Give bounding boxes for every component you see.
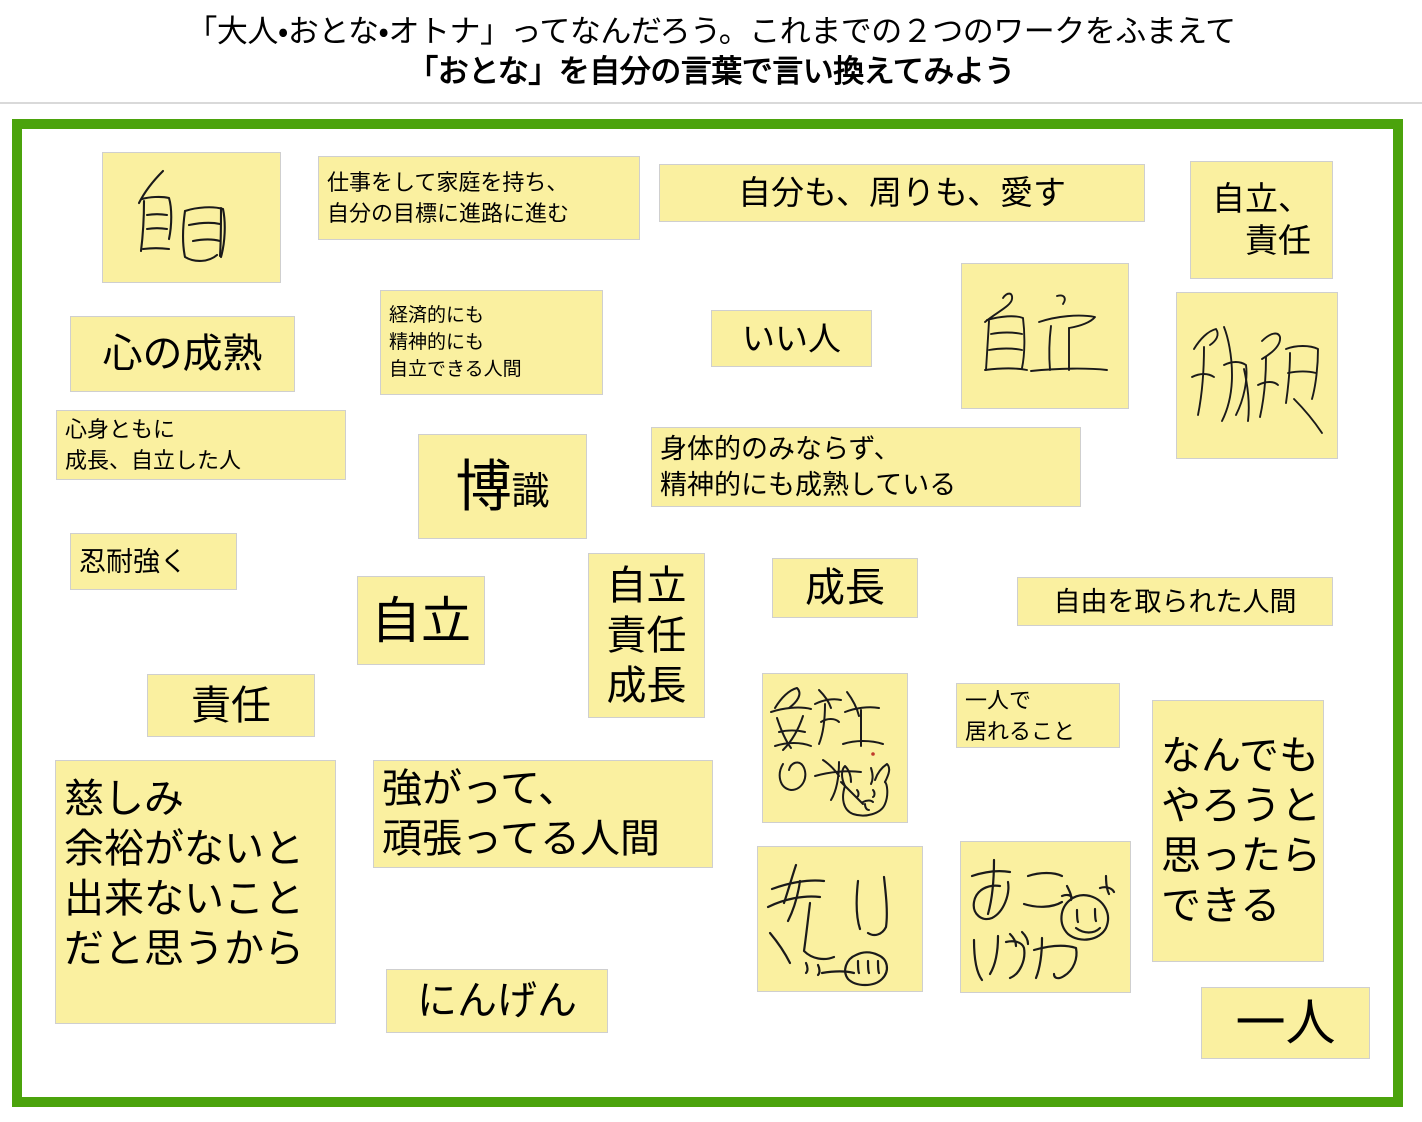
sticky-note-text: 強がって、 頑張ってる人間 — [382, 767, 660, 861]
sticky-note-text: 責任 — [191, 683, 271, 728]
sticky-note-board: 仕事をして家庭を持ち、 自分の目標に進路に進む 自分も、周りも、愛す 自立、 責… — [22, 129, 1393, 1097]
sticky-note-text: 仕事をして家庭を持ち、 自分の目標に進路に進む — [327, 170, 570, 226]
sticky-note-seichou[interactable]: 成長 — [772, 558, 918, 618]
sticky-note-jiritsu[interactable]: 自立 — [357, 576, 485, 665]
sticky-note-jiritsu-sekinin[interactable]: 自立、 責任 — [1190, 161, 1333, 279]
sticky-note-text: いい人 — [742, 319, 841, 357]
sticky-note-jiritsu-handwritten[interactable] — [961, 263, 1129, 409]
page-title-line-2: 「おとな」を自分の言葉で言い換えてみよう — [407, 54, 1015, 89]
sticky-note-text: 慈しみ 余裕がないと 出来ないこと だと思うから — [64, 777, 304, 971]
handwriting-kaisha-no-inu-icon — [767, 678, 903, 818]
sticky-note-board-frame: 仕事をして家庭を持ち、 自分の目標に進路に進む 自分も、周りも、愛す 自立、 責… — [12, 119, 1403, 1107]
sticky-note-text: 経済的にも 精神的にも 自立できる人間 — [389, 305, 522, 380]
sticky-note-text: 心身ともに 成長、自立した人 — [65, 417, 242, 473]
sticky-note-ii-hito[interactable]: いい人 — [711, 310, 872, 367]
sticky-note-kokoro-seijuku[interactable]: 心の成熟 — [70, 316, 295, 392]
sticky-note-shinshin-tomoni[interactable]: 心身ともに 成長、自立した人 — [56, 410, 346, 480]
sticky-note-text: 自立 — [371, 592, 471, 649]
sticky-note-text: 博識 — [455, 458, 550, 515]
handwriting-jiyuu-icon — [117, 163, 267, 273]
sticky-note-oi-handwritten[interactable] — [757, 846, 923, 992]
sticky-note-nintai-zuyoku[interactable]: 忍耐強く — [70, 533, 237, 590]
sticky-note-text: 自立 責任 成長 — [606, 563, 687, 708]
sticky-note-text: 自由を取られた人間 — [1053, 586, 1297, 617]
sticky-note-text: にんげん — [417, 979, 577, 1023]
sticky-note-nandemo-yarou[interactable]: なんでも やろうと 思ったら できる — [1152, 700, 1324, 962]
sticky-note-kaisha-no-inu-handwritten[interactable] — [762, 673, 908, 823]
sticky-note-tsuyogatte[interactable]: 強がって、 頑張ってる人間 — [373, 760, 713, 868]
sticky-note-text: 一人 — [1235, 995, 1336, 1051]
hakushiki-char-1: 博 — [455, 454, 512, 518]
sticky-note-text: 一人で 居れること — [965, 687, 1076, 744]
handwriting-kodoku-icon — [1182, 303, 1332, 448]
sticky-note-text: 自立、 責任 — [1212, 180, 1311, 259]
sticky-note-text: 成長 — [805, 566, 885, 610]
handwriting-akogare-icon — [966, 846, 1126, 988]
sticky-note-kodoku-handwritten[interactable] — [1176, 292, 1338, 459]
sticky-note-akogare-handwritten[interactable] — [960, 841, 1131, 993]
handwriting-jiritsu-icon — [969, 276, 1121, 396]
page-header: 「大人・おとな・オトナ」ってなんだろう。これまでの２つのワークをふまえて 「おと… — [0, 0, 1422, 104]
sticky-note-hitori-de-ireru[interactable]: 一人で 居れること — [956, 683, 1120, 748]
sticky-note-jiyuu-handwritten[interactable] — [102, 152, 281, 283]
sticky-note-text: 心の成熟 — [102, 332, 263, 376]
sticky-note-sekinin[interactable]: 責任 — [147, 674, 315, 737]
sticky-note-text: 忍耐強く — [79, 546, 187, 577]
sticky-note-shigoto-katei[interactable]: 仕事をして家庭を持ち、 自分の目標に進路に進む — [318, 156, 640, 240]
sticky-note-ningen[interactable]: にんげん — [386, 969, 608, 1033]
handwriting-oi-icon — [762, 851, 918, 987]
sticky-note-jiyuu-torareta[interactable]: 自由を取られた人間 — [1017, 577, 1333, 626]
sticky-note-text: 自分も、周りも、愛す — [737, 174, 1067, 211]
hakushiki-char-2: 識 — [511, 470, 550, 513]
sticky-note-text: なんでも やろうと 思ったら できる — [1161, 734, 1321, 928]
sticky-note-keizai-seishin[interactable]: 経済的にも 精神的にも 自立できる人間 — [380, 290, 603, 395]
sticky-note-shintaiteki[interactable]: 身体的のみならず、 精神的にも成熟している — [651, 427, 1081, 507]
sticky-note-jibun-mawari-aisu[interactable]: 自分も、周りも、愛す — [659, 164, 1145, 222]
sticky-note-itsukushimi[interactable]: 慈しみ 余裕がないと 出来ないこと だと思うから — [55, 760, 336, 1024]
sticky-note-hakushiki[interactable]: 博識 — [418, 434, 587, 539]
sticky-note-text: 身体的のみならず、 精神的にも成熟している — [660, 434, 957, 500]
sticky-note-jiritsu-sekinin-seichou[interactable]: 自立 責任 成長 — [588, 553, 705, 718]
sticky-note-hitori[interactable]: 一人 — [1201, 987, 1370, 1059]
page-title-line-1: 「大人・おとな・オトナ」ってなんだろう。これまでの２つのワークをふまえて — [186, 14, 1236, 49]
